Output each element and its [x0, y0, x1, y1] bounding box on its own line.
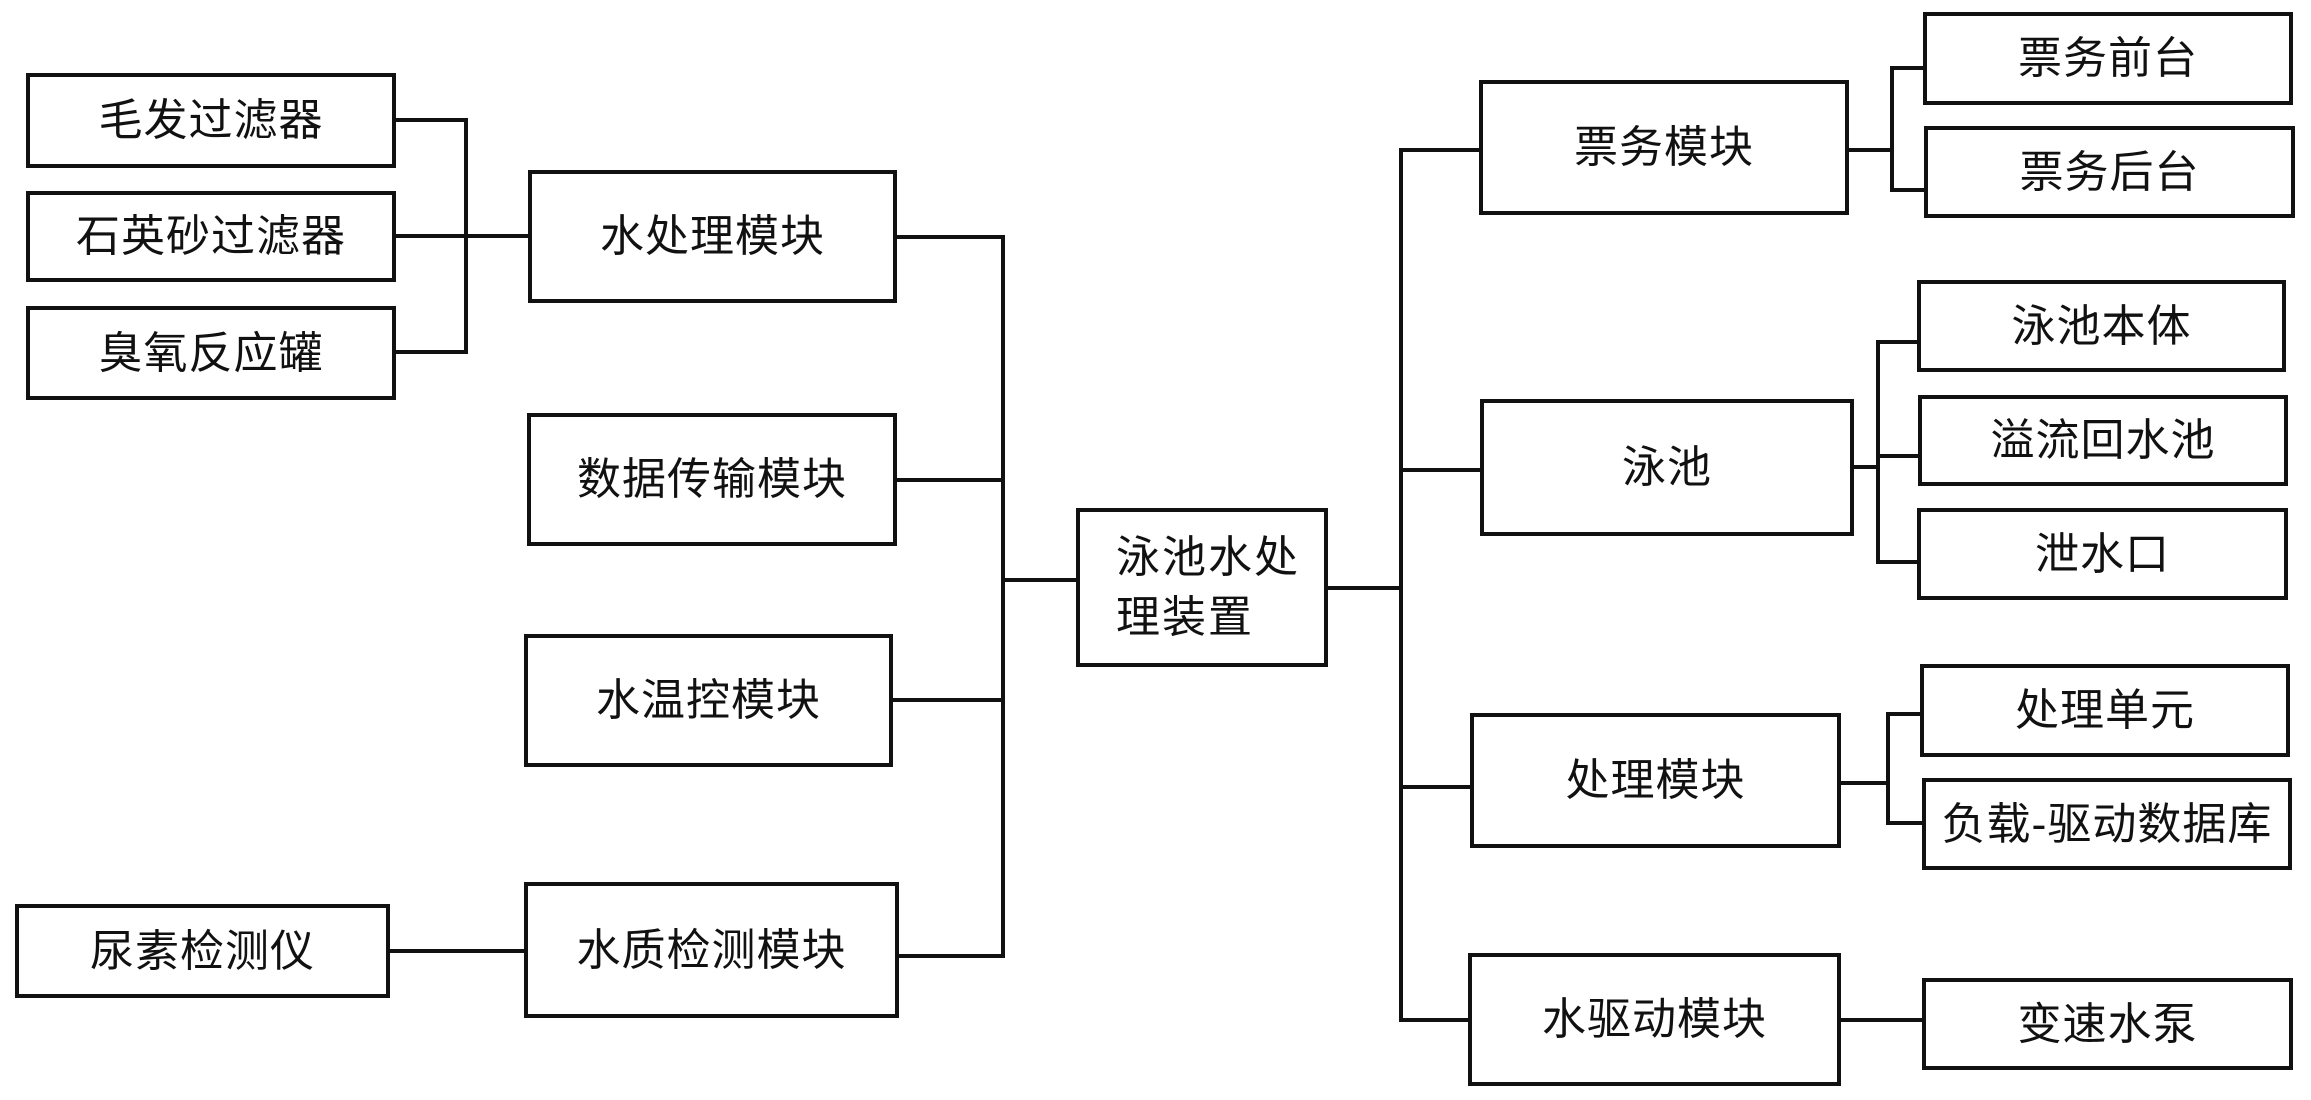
node-label: 负载-驱动数据库 — [1941, 798, 2273, 850]
node-drain-outlet: 泄水口 — [1917, 508, 2288, 600]
node-label: 处理模块 — [1565, 755, 1746, 806]
node-label: 水温控模块 — [596, 675, 821, 726]
node-label: 尿素检测仪 — [90, 925, 315, 977]
node-label: 泄水口 — [2035, 528, 2170, 580]
connector-center-right-bus — [1328, 148, 1480, 1022]
node-label: 数据传输模块 — [577, 454, 847, 505]
node-water-treatment-module: 水处理模块 — [528, 170, 897, 303]
node-water-quality-detection-module: 水质检测模块 — [524, 882, 899, 1018]
node-label: 水质检测模块 — [576, 924, 847, 976]
node-ticketing-module: 票务模块 — [1479, 80, 1849, 215]
connector-processing-children — [1841, 712, 1922, 825]
node-water-drive-module: 水驱动模块 — [1468, 953, 1841, 1086]
node-urea-detector: 尿素检测仪 — [15, 904, 390, 998]
node-overflow-return-pool: 溢流回水池 — [1918, 395, 2288, 486]
node-label: 水驱动模块 — [1542, 994, 1767, 1045]
node-ticketing-front-desk: 票务前台 — [1923, 12, 2293, 105]
node-label: 处理单元 — [2015, 685, 2195, 736]
node-label: 票务后台 — [2019, 146, 2200, 198]
node-label: 溢流回水池 — [1990, 415, 2216, 466]
node-label: 票务前台 — [2018, 33, 2198, 84]
node-label-line-2: 理装置 — [1116, 591, 1254, 643]
node-label: 石英砂过滤器 — [76, 211, 346, 262]
connector-left-filter-group — [396, 118, 528, 354]
node-processing-unit: 处理单元 — [1920, 664, 2290, 757]
node-load-drive-database: 负载-驱动数据库 — [1922, 778, 2292, 870]
node-ozone-reaction-tank: 臭氧反应罐 — [26, 306, 396, 400]
node-label: 票务模块 — [1574, 122, 1754, 173]
node-label: 毛发过滤器 — [98, 95, 324, 146]
node-variable-speed-pump: 变速水泵 — [1922, 978, 2293, 1070]
node-label: 泳池本体 — [2011, 300, 2192, 352]
node-ticketing-back-office: 票务后台 — [1924, 126, 2295, 218]
connector-left-modules-bus — [893, 235, 1076, 958]
node-label: 水处理模块 — [600, 211, 825, 262]
node-water-temp-control-module: 水温控模块 — [524, 634, 893, 767]
node-label: 泳池 — [1622, 442, 1712, 493]
node-processing-module: 处理模块 — [1470, 713, 1841, 848]
node-hair-filter: 毛发过滤器 — [26, 73, 396, 168]
node-swimming-pool: 泳池 — [1480, 399, 1854, 536]
connector-pool-children — [1854, 340, 1918, 564]
node-quartz-sand-filter: 石英砂过滤器 — [26, 191, 396, 282]
connector-ticketing-children — [1849, 66, 1924, 192]
node-label: 变速水泵 — [2017, 998, 2198, 1050]
node-pool-body: 泳池本体 — [1917, 280, 2286, 372]
node-label: 臭氧反应罐 — [98, 327, 324, 379]
node-label-line-1: 泳池水处 — [1116, 532, 1300, 584]
node-data-transmission-module: 数据传输模块 — [527, 413, 897, 546]
node-pool-water-treatment-device: 泳池水处 理装置 — [1076, 508, 1328, 667]
